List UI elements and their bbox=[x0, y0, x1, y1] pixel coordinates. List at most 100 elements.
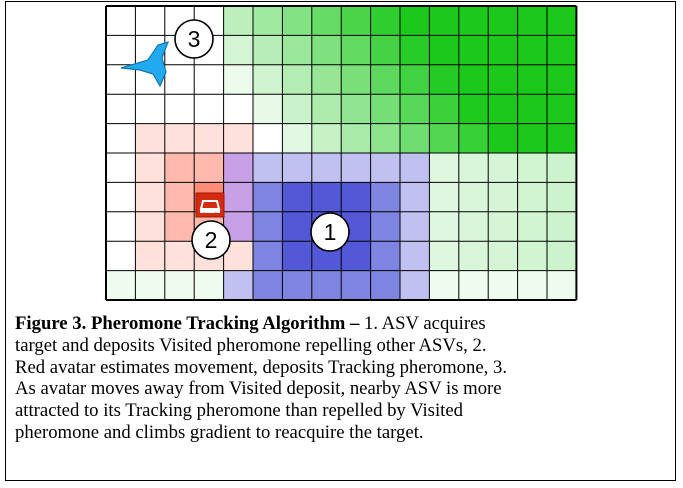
grid-cell bbox=[488, 35, 518, 65]
grid-cell bbox=[223, 94, 253, 124]
grid-cell bbox=[488, 123, 518, 153]
grid-cell bbox=[400, 94, 430, 124]
grid-cell bbox=[458, 270, 489, 300]
grid-cell bbox=[370, 64, 400, 95]
grid-cell bbox=[400, 211, 430, 242]
grid-cell bbox=[488, 6, 518, 36]
grid-cell bbox=[547, 94, 577, 124]
grid-cell bbox=[429, 64, 459, 95]
grid-cell bbox=[547, 153, 577, 183]
grid-cell bbox=[517, 94, 547, 124]
grid-cell bbox=[223, 35, 253, 65]
grid-cell bbox=[194, 153, 224, 183]
grid-cell bbox=[341, 64, 371, 95]
grid-cell bbox=[253, 241, 283, 271]
grid-cell bbox=[135, 153, 165, 183]
grid-lines bbox=[105, 5, 578, 301]
grid-cell bbox=[194, 94, 224, 124]
grid-cell bbox=[311, 64, 342, 95]
grid-cell bbox=[253, 35, 283, 65]
grid-cell bbox=[370, 270, 400, 300]
grid-cell bbox=[341, 153, 371, 183]
pheromone-grid-diagram: 3 2 1 bbox=[105, 5, 578, 301]
grid-cell bbox=[282, 94, 312, 124]
grid-cell bbox=[164, 94, 195, 124]
grid-cell bbox=[223, 182, 253, 212]
grid-cell bbox=[164, 211, 195, 242]
grid-cell bbox=[429, 270, 459, 300]
grid-cell bbox=[164, 182, 195, 212]
caption-line-5: attracted to its Tracking pheromone than… bbox=[15, 400, 463, 422]
grid-cell bbox=[341, 182, 371, 212]
caption-line-4: As avatar moves away from Visited deposi… bbox=[15, 378, 502, 400]
grid-cell bbox=[282, 241, 312, 271]
grid-cell bbox=[194, 64, 224, 95]
grid-cell bbox=[341, 241, 371, 271]
grid-cell bbox=[458, 182, 489, 212]
grid-cell bbox=[370, 182, 400, 212]
marker-1-label: 1 bbox=[324, 219, 337, 245]
grid-cell bbox=[135, 270, 165, 300]
grid-cell bbox=[164, 153, 195, 183]
grid-cell bbox=[370, 123, 400, 153]
grid-cell bbox=[400, 153, 430, 183]
grid-cell bbox=[253, 123, 283, 153]
grid-cell bbox=[429, 94, 459, 124]
grid-cell bbox=[517, 123, 547, 153]
grid-cell bbox=[253, 64, 283, 95]
grid-cell bbox=[311, 270, 342, 300]
grid-cell bbox=[400, 241, 430, 271]
caption-title: Figure 3. Pheromone Tracking Algorithm – bbox=[15, 313, 360, 334]
grid-cell bbox=[223, 64, 253, 95]
grid-cell bbox=[488, 64, 518, 95]
grid-cell bbox=[370, 94, 400, 124]
grid-cell bbox=[400, 123, 430, 153]
grid-cell bbox=[282, 211, 312, 242]
grid-cell bbox=[106, 123, 136, 153]
grid-cell bbox=[311, 35, 342, 65]
grid-cell bbox=[164, 270, 195, 300]
grid-cell bbox=[106, 6, 136, 36]
grid-cell bbox=[311, 153, 342, 183]
grid-cell bbox=[400, 64, 430, 95]
figure-caption: Figure 3. Pheromone Tracking Algorithm –… bbox=[15, 313, 670, 444]
grid-cell bbox=[517, 241, 547, 271]
grid-cell bbox=[341, 94, 371, 124]
grid-cell bbox=[282, 64, 312, 95]
grid-cell bbox=[429, 6, 459, 36]
grid-cell bbox=[106, 94, 136, 124]
grid-cell bbox=[370, 35, 400, 65]
grid-cell bbox=[135, 123, 165, 153]
aircraft-icon bbox=[120, 41, 169, 88]
grid-cell bbox=[547, 64, 577, 95]
marker-2: 2 bbox=[191, 220, 231, 260]
grid-cell bbox=[282, 270, 312, 300]
grid-cell bbox=[223, 153, 253, 183]
car-icon bbox=[195, 192, 225, 218]
grid-cell bbox=[106, 35, 136, 65]
grid-cell bbox=[547, 6, 577, 36]
grid-cell bbox=[488, 94, 518, 124]
marker-1: 1 bbox=[310, 212, 350, 252]
grid-cell bbox=[164, 64, 195, 95]
grid-cell bbox=[488, 211, 518, 242]
grid-cell bbox=[547, 211, 577, 242]
caption-line-3: Red avatar estimates movement, deposits … bbox=[15, 356, 508, 378]
grid-cell bbox=[458, 211, 489, 242]
grid-cell bbox=[547, 123, 577, 153]
grid-cell bbox=[488, 153, 518, 183]
grid-cell bbox=[517, 35, 547, 65]
grid-cell bbox=[429, 123, 459, 153]
grid-cell bbox=[400, 270, 430, 300]
grid-cell bbox=[282, 153, 312, 183]
grid-cell bbox=[429, 241, 459, 271]
grid-cell bbox=[370, 241, 400, 271]
grid-cell bbox=[135, 94, 165, 124]
grid-cell bbox=[458, 6, 489, 36]
grid-cell bbox=[547, 35, 577, 65]
marker-2-label: 2 bbox=[205, 227, 218, 253]
grid-cell bbox=[253, 94, 283, 124]
grid-cell bbox=[341, 6, 371, 36]
grid-cell bbox=[458, 35, 489, 65]
grid-cell bbox=[223, 270, 253, 300]
